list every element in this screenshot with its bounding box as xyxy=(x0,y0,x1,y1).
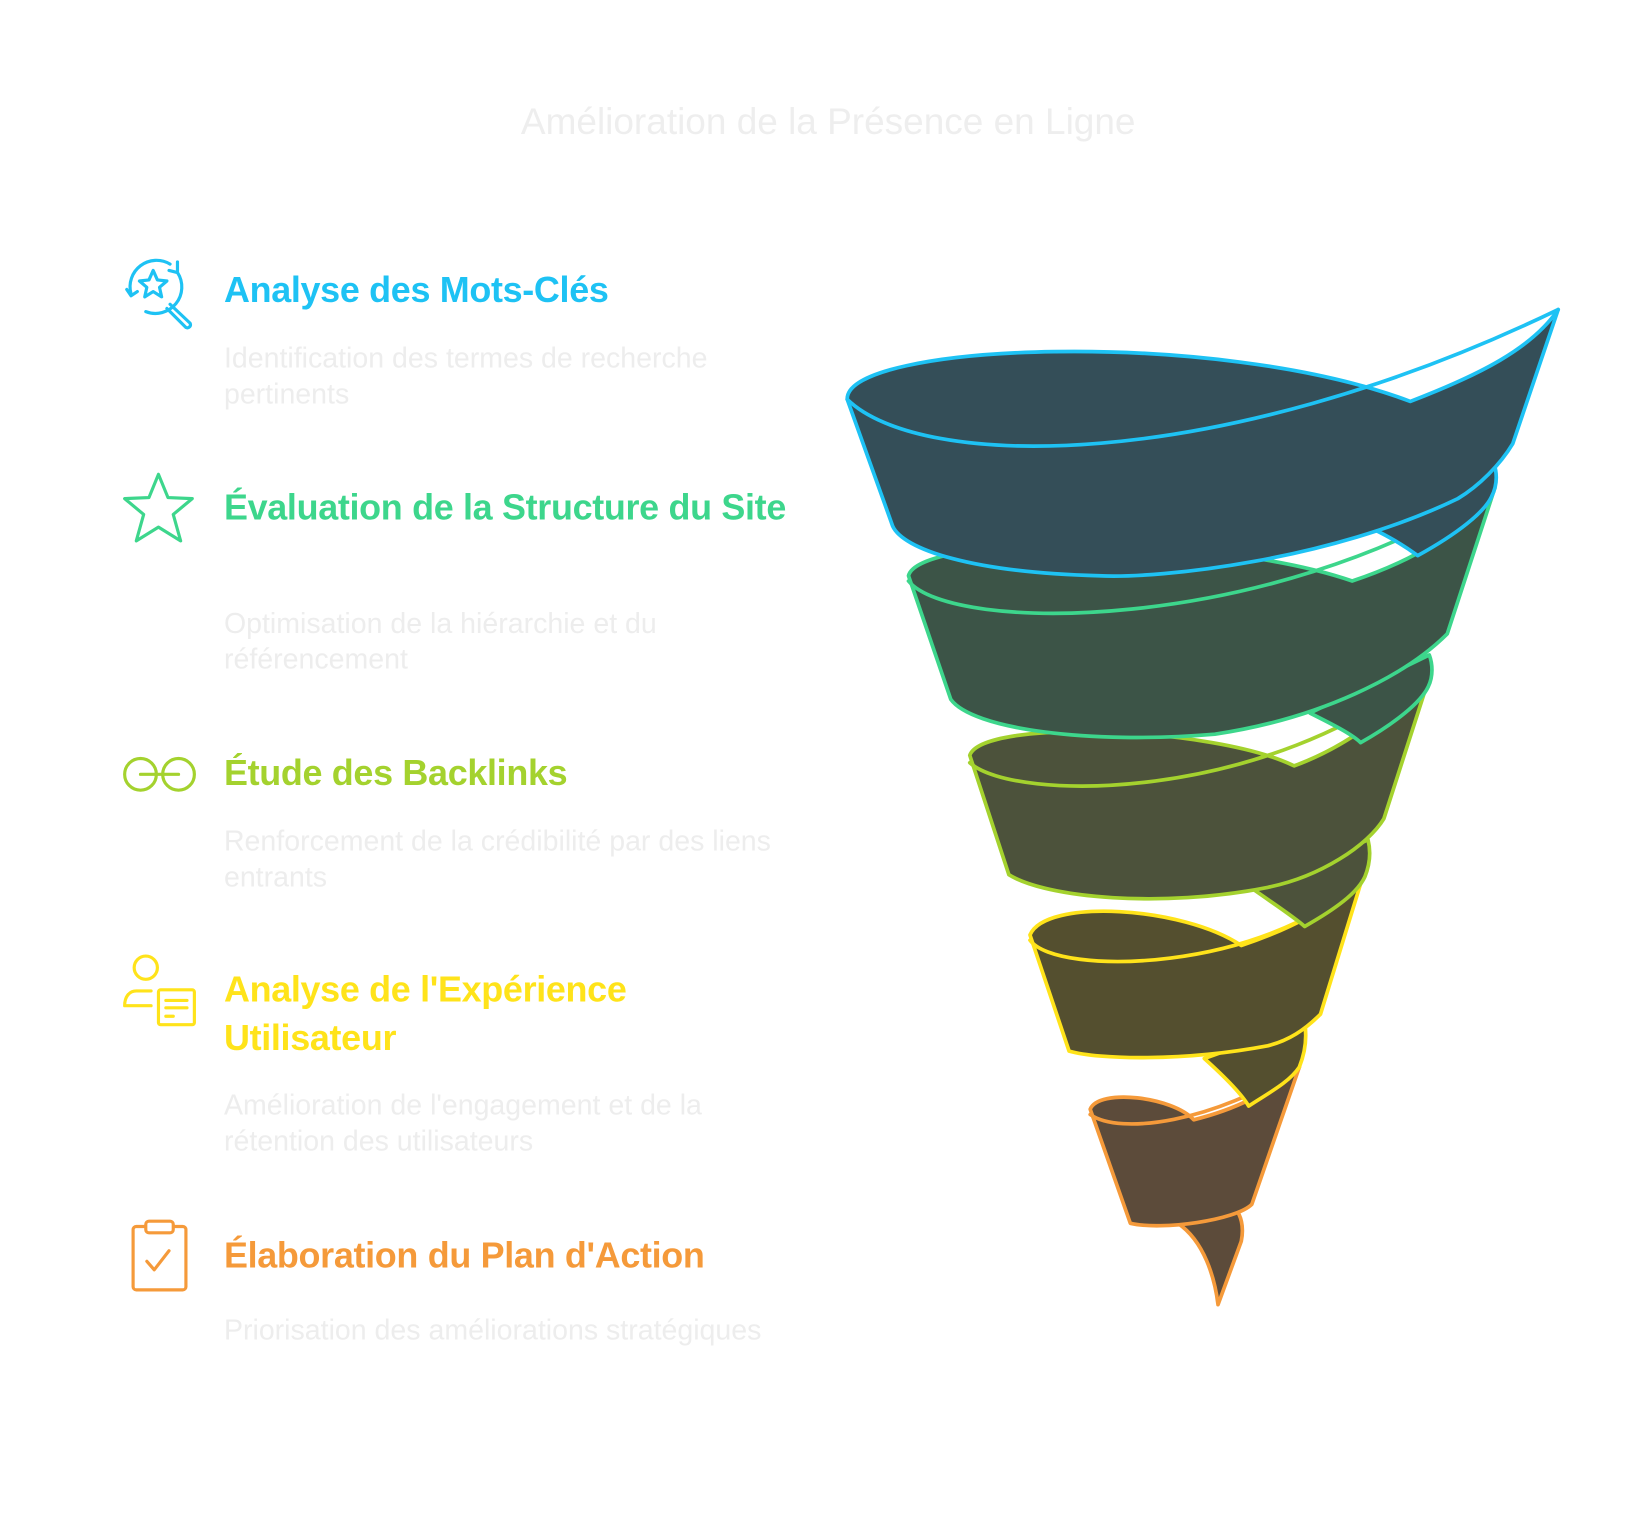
user-document-icon xyxy=(123,954,196,1027)
link-icon xyxy=(123,756,196,792)
step-title: Étude des Backlinks xyxy=(223,753,568,794)
diagram-title: Amélioration de la Présence en Ligne xyxy=(520,101,1136,143)
step-description: Optimisation de la hiérarchie et du réfé… xyxy=(223,607,657,676)
star-icon xyxy=(123,472,194,543)
step-title: Évaluation de la Structure du Site xyxy=(223,488,786,529)
funnel-band-1 xyxy=(845,307,1561,578)
step-title: Élaboration du Plan d'Action xyxy=(223,1235,705,1277)
keyword-search-star-icon xyxy=(125,258,193,330)
clipboard-check-icon xyxy=(131,1219,188,1292)
step-title: Analyse de l'Expérience Utilisateur xyxy=(223,969,627,1059)
step-description: Priorisation des améliorations stratégiq… xyxy=(223,1314,762,1346)
step-description: Amélioration de l'engagement et de la ré… xyxy=(223,1089,702,1157)
step-description: Identification des termes de recherche p… xyxy=(223,342,708,410)
step-description: Renforcement de la crédibilité par des l… xyxy=(223,825,771,893)
step-title: Analyse des Mots-Clés xyxy=(223,270,609,311)
funnel-band-5 xyxy=(1088,1065,1302,1307)
